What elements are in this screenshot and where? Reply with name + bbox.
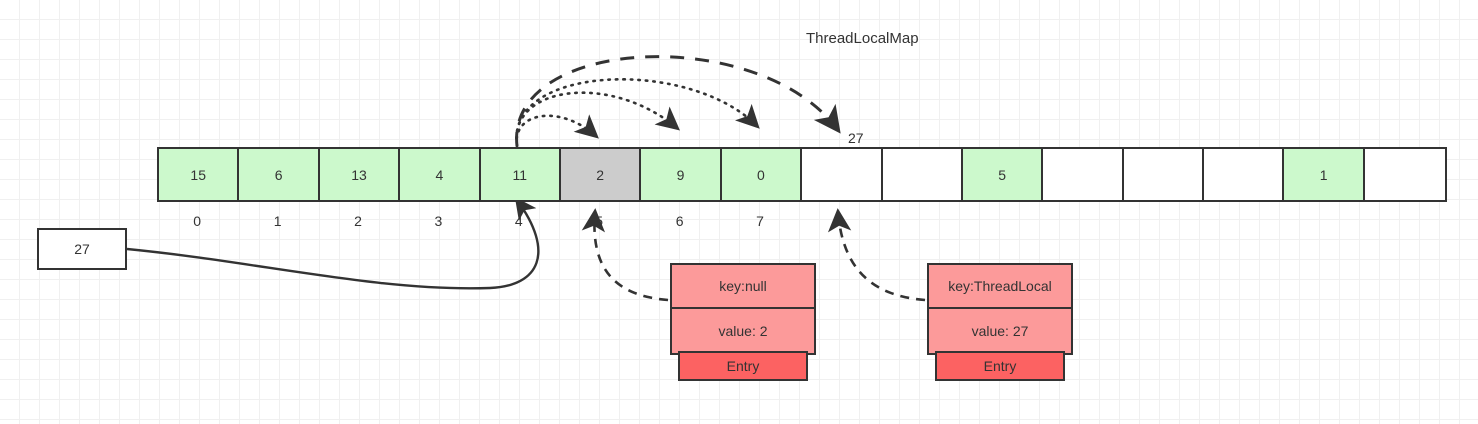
insert-value-label: 27	[848, 130, 864, 146]
table-slot-8	[802, 149, 883, 200]
entry-new-type: Entry	[935, 351, 1065, 381]
table-index-2: 2	[354, 213, 362, 229]
table-slot-6: 9	[641, 149, 722, 200]
entry-stale-value: value: 2	[718, 323, 768, 339]
table-slot-10-value: 5	[998, 166, 1006, 183]
table-slot-11	[1043, 149, 1124, 200]
connector-entry-new-to-slot8	[827, 208, 926, 302]
table-slot-4-value: 11	[512, 166, 528, 183]
table-index-6: 6	[675, 213, 684, 229]
entry-stale-key: key:null	[672, 265, 814, 309]
table-slot-3-value: 4	[435, 166, 444, 183]
table-slot-1-value: 6	[274, 166, 283, 183]
connector-probe-5	[515, 114, 599, 148]
table-index-0: 0	[193, 213, 202, 229]
connector-probe-6	[515, 91, 680, 148]
table-slot-13	[1204, 149, 1285, 200]
table-slot-7: 0	[721, 149, 803, 200]
table-slot-0: 15	[159, 149, 240, 200]
table-index-1: 1	[273, 213, 282, 229]
table-index-3: 3	[434, 213, 443, 229]
table-slot-6-value: 9	[676, 166, 685, 183]
connector-probe-7	[515, 78, 760, 148]
table-slot-5-value: 2	[596, 166, 605, 183]
table-slot-0-value: 15	[190, 166, 206, 183]
table-slot-12	[1123, 149, 1205, 200]
table-slot-14: 1	[1284, 149, 1365, 200]
entry-stale-kv: key:null value: 2	[670, 263, 816, 355]
entry-stale-type: Entry	[678, 351, 808, 381]
source-value-text: 27	[74, 241, 90, 257]
table-slot-1: 6	[239, 149, 320, 200]
table-slot-4: 11	[480, 149, 561, 200]
threadlocalmap-table: 15 6 13 4 11 2 9 0 5 1	[157, 147, 1448, 202]
table-slot-14-value: 1	[1319, 166, 1328, 183]
table-slot-3: 4	[400, 149, 481, 200]
entry-new-key: key:ThreadLocal	[929, 265, 1071, 309]
table-slot-10: 5	[962, 149, 1044, 200]
table-slot-2-value: 13	[351, 166, 367, 183]
table-slot-5: 2	[560, 149, 642, 200]
diagram-title: ThreadLocalMap	[806, 30, 919, 47]
table-slot-9	[882, 149, 963, 200]
connector-insert-27	[515, 55, 841, 147]
entry-new-kv: key:ThreadLocal value: 27	[927, 263, 1073, 355]
table-slot-7-value: 0	[757, 166, 765, 183]
table-index-7: 7	[756, 213, 764, 229]
table-slot-15	[1364, 149, 1446, 200]
entry-new-value: value: 27	[971, 323, 1029, 339]
table-slot-2: 13	[319, 149, 401, 200]
table-index-5: 5	[595, 213, 604, 229]
table-index-4: 4	[514, 213, 523, 229]
source-value-box: 27	[37, 228, 127, 270]
